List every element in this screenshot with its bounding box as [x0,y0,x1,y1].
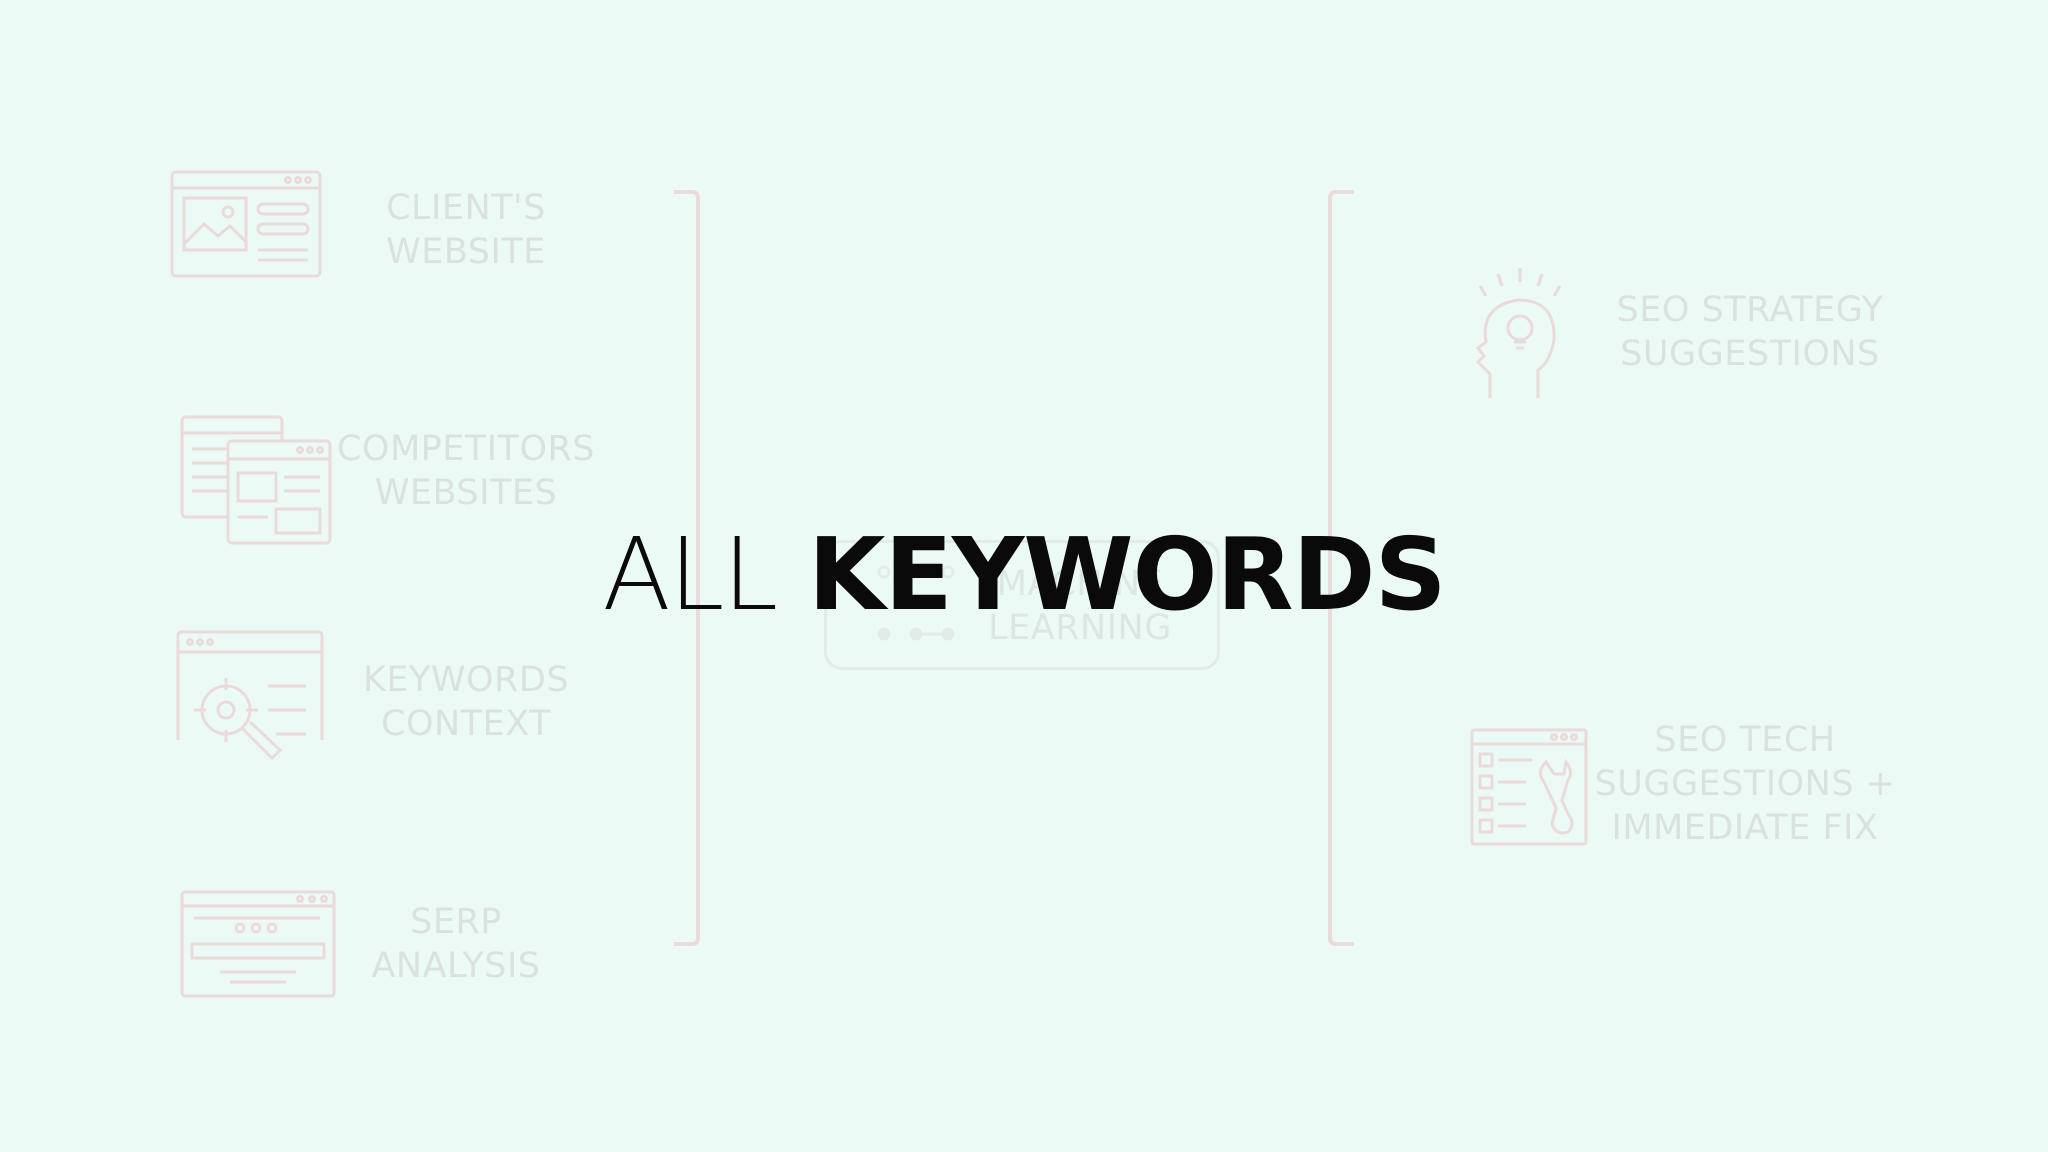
right-bracket [1326,190,1356,950]
input-label-keywords-context: KEYWORDS CONTEXT [362,660,570,744]
headline: ALL KEYWORDS [0,520,2048,630]
input-label-client-website: CLIENT'S WEBSITE [386,188,546,272]
machine-learning-box [824,540,1220,670]
headline-bold-word: KEYWORDS [808,516,1447,633]
network-icon [866,560,966,650]
output-label-seo-strategy: SEO STRATEGY SUGGESTIONS [1616,290,1884,374]
head-lightbulb-icon [1470,262,1570,402]
left-bracket [672,190,702,950]
input-label-competitors-websites: COMPETITORS WEBSITES [336,429,596,513]
settings-wrench-icon [1470,728,1588,846]
website-icon [170,170,322,278]
serp-browser-icon [180,890,336,998]
headline-light-word: ALL [602,516,778,633]
output-label-seo-tech: SEO TECH SUGGESTIONS + IMMEDIATE FIX [1594,720,1896,848]
competitor-pages-icon [180,415,332,545]
machine-learning-label: MACHINE LEARNING [988,564,1172,648]
keyword-target-icon [176,630,326,770]
input-label-serp-analysis: SERP ANALYSIS [371,902,541,986]
